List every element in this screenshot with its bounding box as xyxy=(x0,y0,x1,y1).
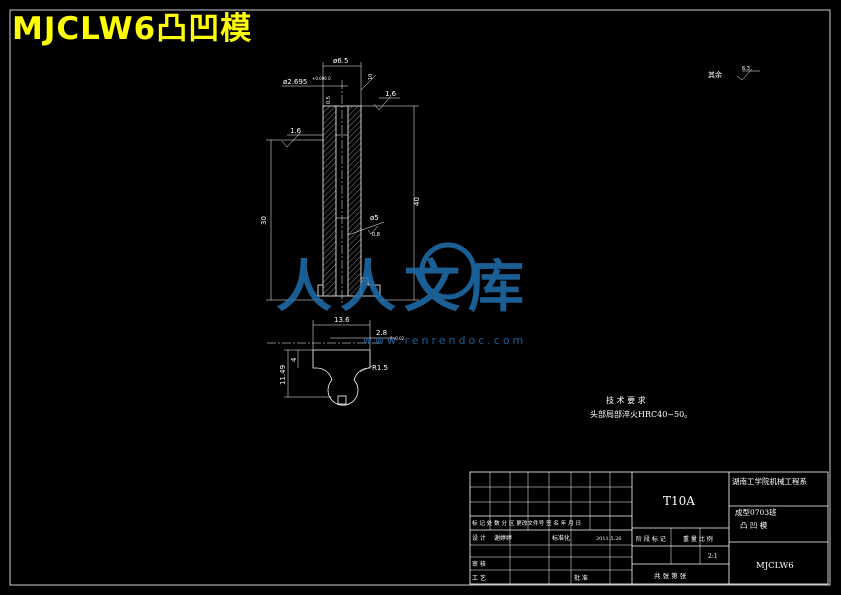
dim-top-label: ø6.5 xyxy=(333,57,348,65)
roughness-left: 1.6 xyxy=(281,127,323,148)
watermark-logo-icon xyxy=(419,242,477,300)
tb-designer-label: 设 计 xyxy=(472,534,486,542)
general-roughness: 其余 6.3 xyxy=(708,66,760,81)
watermark-brand: 人人文库 xyxy=(276,255,532,320)
tech-req-body: 头部局部淬火HRC40~50。 xyxy=(590,409,692,419)
dim-1149-label: 11.49 xyxy=(279,365,287,385)
dim-136-label: 13.6 xyxy=(334,316,350,324)
plan-outline xyxy=(312,349,371,406)
dim-28-label: 2.8 xyxy=(376,329,387,337)
tb-class: 成型0703班 xyxy=(735,507,777,517)
tb-scale: 2:1 xyxy=(708,553,718,560)
watermark: 人人文库 www.renrendoc.com xyxy=(276,242,532,347)
roughness-top-right: 1.6 xyxy=(373,90,400,111)
title-block: 标 记 处 数 分 区 更改文件号 签 名 年 月 日 设 计 谢婷婷 标准化 … xyxy=(469,471,829,585)
hole-leader xyxy=(347,221,385,236)
punch-elevation-view: 30 40 ø6.5 ø2.695 +0.006 0 10 0.5 1.6 1.… xyxy=(260,57,421,305)
tb-stage-header: 阶 段 标 记 xyxy=(636,535,666,543)
tb-drawing-no: MJCLW6 xyxy=(756,561,794,571)
dim-small-10: 10 xyxy=(368,74,374,80)
tb-review-label: 审 核 xyxy=(472,560,486,568)
tb-weight-header: 重 量 比 例 xyxy=(683,535,713,543)
dim-fit-label: ø2.695 xyxy=(283,78,307,86)
dim-4-label: 4 xyxy=(290,357,298,362)
svg-text:1.6: 1.6 xyxy=(290,127,302,135)
punch-tip xyxy=(361,277,381,297)
punch-tip-left xyxy=(317,284,323,297)
hole-roughness xyxy=(367,225,379,235)
dim-fit-tol: +0.006 0 xyxy=(312,76,331,81)
dim-28-tol: 0 -0.02 xyxy=(390,336,405,341)
dim-40-label: 40 xyxy=(413,197,421,206)
drawing-frame xyxy=(9,9,831,586)
roughness-value: 6.3 xyxy=(742,66,750,72)
dim-30-label: 30 xyxy=(260,216,268,225)
tb-part-name: 凸 凹 模 xyxy=(740,520,768,530)
tb-process-label: 工 艺 xyxy=(472,574,486,582)
tech-req-heading: 技 术 要 求 xyxy=(606,395,646,405)
plan-square-hole xyxy=(337,395,347,405)
dim-small-05: 0.5 xyxy=(326,96,332,104)
tb-standard: 标准化 xyxy=(552,534,570,542)
tb-sheet-text: 共 张 第 张 xyxy=(654,571,687,580)
hole-sub: 0.8 xyxy=(372,232,380,238)
watermark-url: www.renrendoc.com xyxy=(363,334,526,347)
tb-company: 湖南工学院机械工程系 xyxy=(732,476,807,486)
roughness-note: 其余 xyxy=(708,70,722,79)
tb-date: 2011.5.26 xyxy=(596,536,621,542)
r15-label: R1.5 xyxy=(372,364,388,372)
punch-plan-view: 13.6 2.8 0 -0.02 11.49 4 R1.5 xyxy=(267,316,405,406)
tb-mark-header: 标 记 处 数 分 区 更改文件号 签 名 年 月 日 xyxy=(472,519,581,527)
r15-leader xyxy=(359,365,373,373)
tb-approve-label: 批 准 xyxy=(574,574,588,582)
tb-designer: 谢婷婷 xyxy=(494,534,512,542)
hole-label: ø5 xyxy=(370,214,379,222)
dim-small-leader xyxy=(360,74,377,91)
drawing-title: MJCLW6凸凹模 xyxy=(12,11,253,47)
svg-text:1.6: 1.6 xyxy=(385,90,397,98)
tb-material: T10A xyxy=(663,494,695,508)
